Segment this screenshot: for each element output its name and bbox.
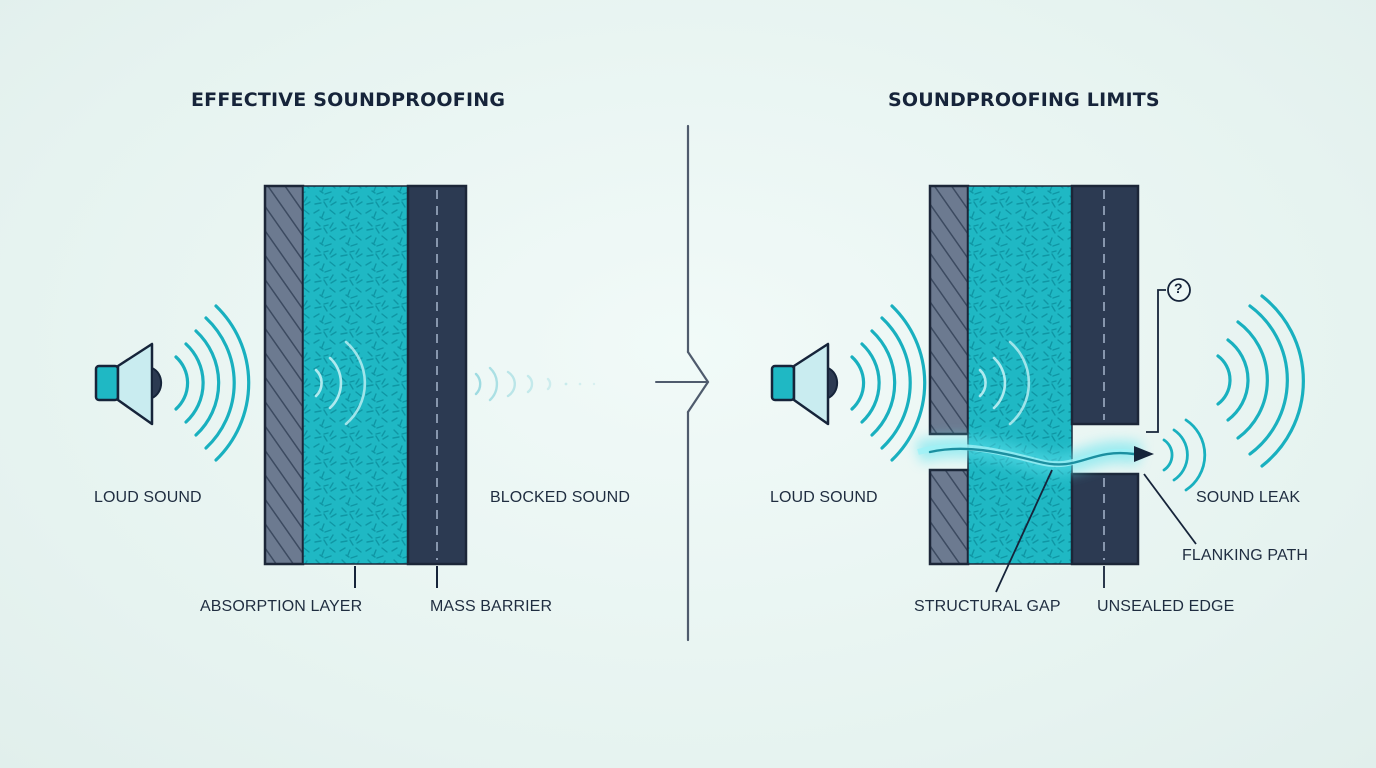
left-loud-waves <box>174 304 251 462</box>
question-callout <box>1146 278 1191 433</box>
right-absorption-layer <box>967 185 1073 565</box>
left-wall-assembly <box>263 184 468 566</box>
right-source-label: LOUD SOUND <box>770 489 878 506</box>
question-circle-icon <box>1167 278 1191 302</box>
right-leak-waves-small <box>1162 418 1207 492</box>
right-hatched-layer-top <box>928 184 970 436</box>
mass-barrier-label: MASS BARRIER <box>430 598 553 615</box>
left-hatched-layer <box>263 184 305 566</box>
flanking-arrow-head <box>1134 446 1154 462</box>
left-residual-waves <box>474 366 596 402</box>
flanking-path-label: FLANKING PATH <box>1182 547 1309 564</box>
right-wall-assembly <box>928 184 1140 566</box>
unsealed-edge-label: UNSEALED EDGE <box>1097 598 1235 615</box>
left-source-label: LOUD SOUND <box>94 489 202 506</box>
structural-gap-label: STRUCTURAL GAP <box>914 598 1061 615</box>
left-result-label: BLOCKED SOUND <box>490 489 630 506</box>
question-mark: ? <box>1174 280 1183 296</box>
left-leader-lines <box>354 566 438 588</box>
left-speaker-icon <box>94 342 163 426</box>
right-speaker-icon <box>770 342 839 426</box>
absorption-layer-label: ABSORPTION LAYER <box>200 598 363 615</box>
panel-divider <box>655 124 710 642</box>
right-hatched-layer-bottom <box>928 468 970 566</box>
flanking-path-stream <box>914 436 1154 476</box>
left-panel-title: EFFECTIVE SOUNDPROOFING <box>191 89 506 111</box>
right-leader-lines <box>995 469 1197 593</box>
right-dampened-waves <box>978 340 1031 426</box>
right-panel-title: SOUNDPROOFING LIMITS <box>888 89 1160 111</box>
right-leak-waves-large <box>1216 294 1305 468</box>
right-loud-waves <box>850 304 927 462</box>
sound-leak-label: SOUND LEAK <box>1196 489 1301 506</box>
left-dampened-waves <box>314 340 367 426</box>
